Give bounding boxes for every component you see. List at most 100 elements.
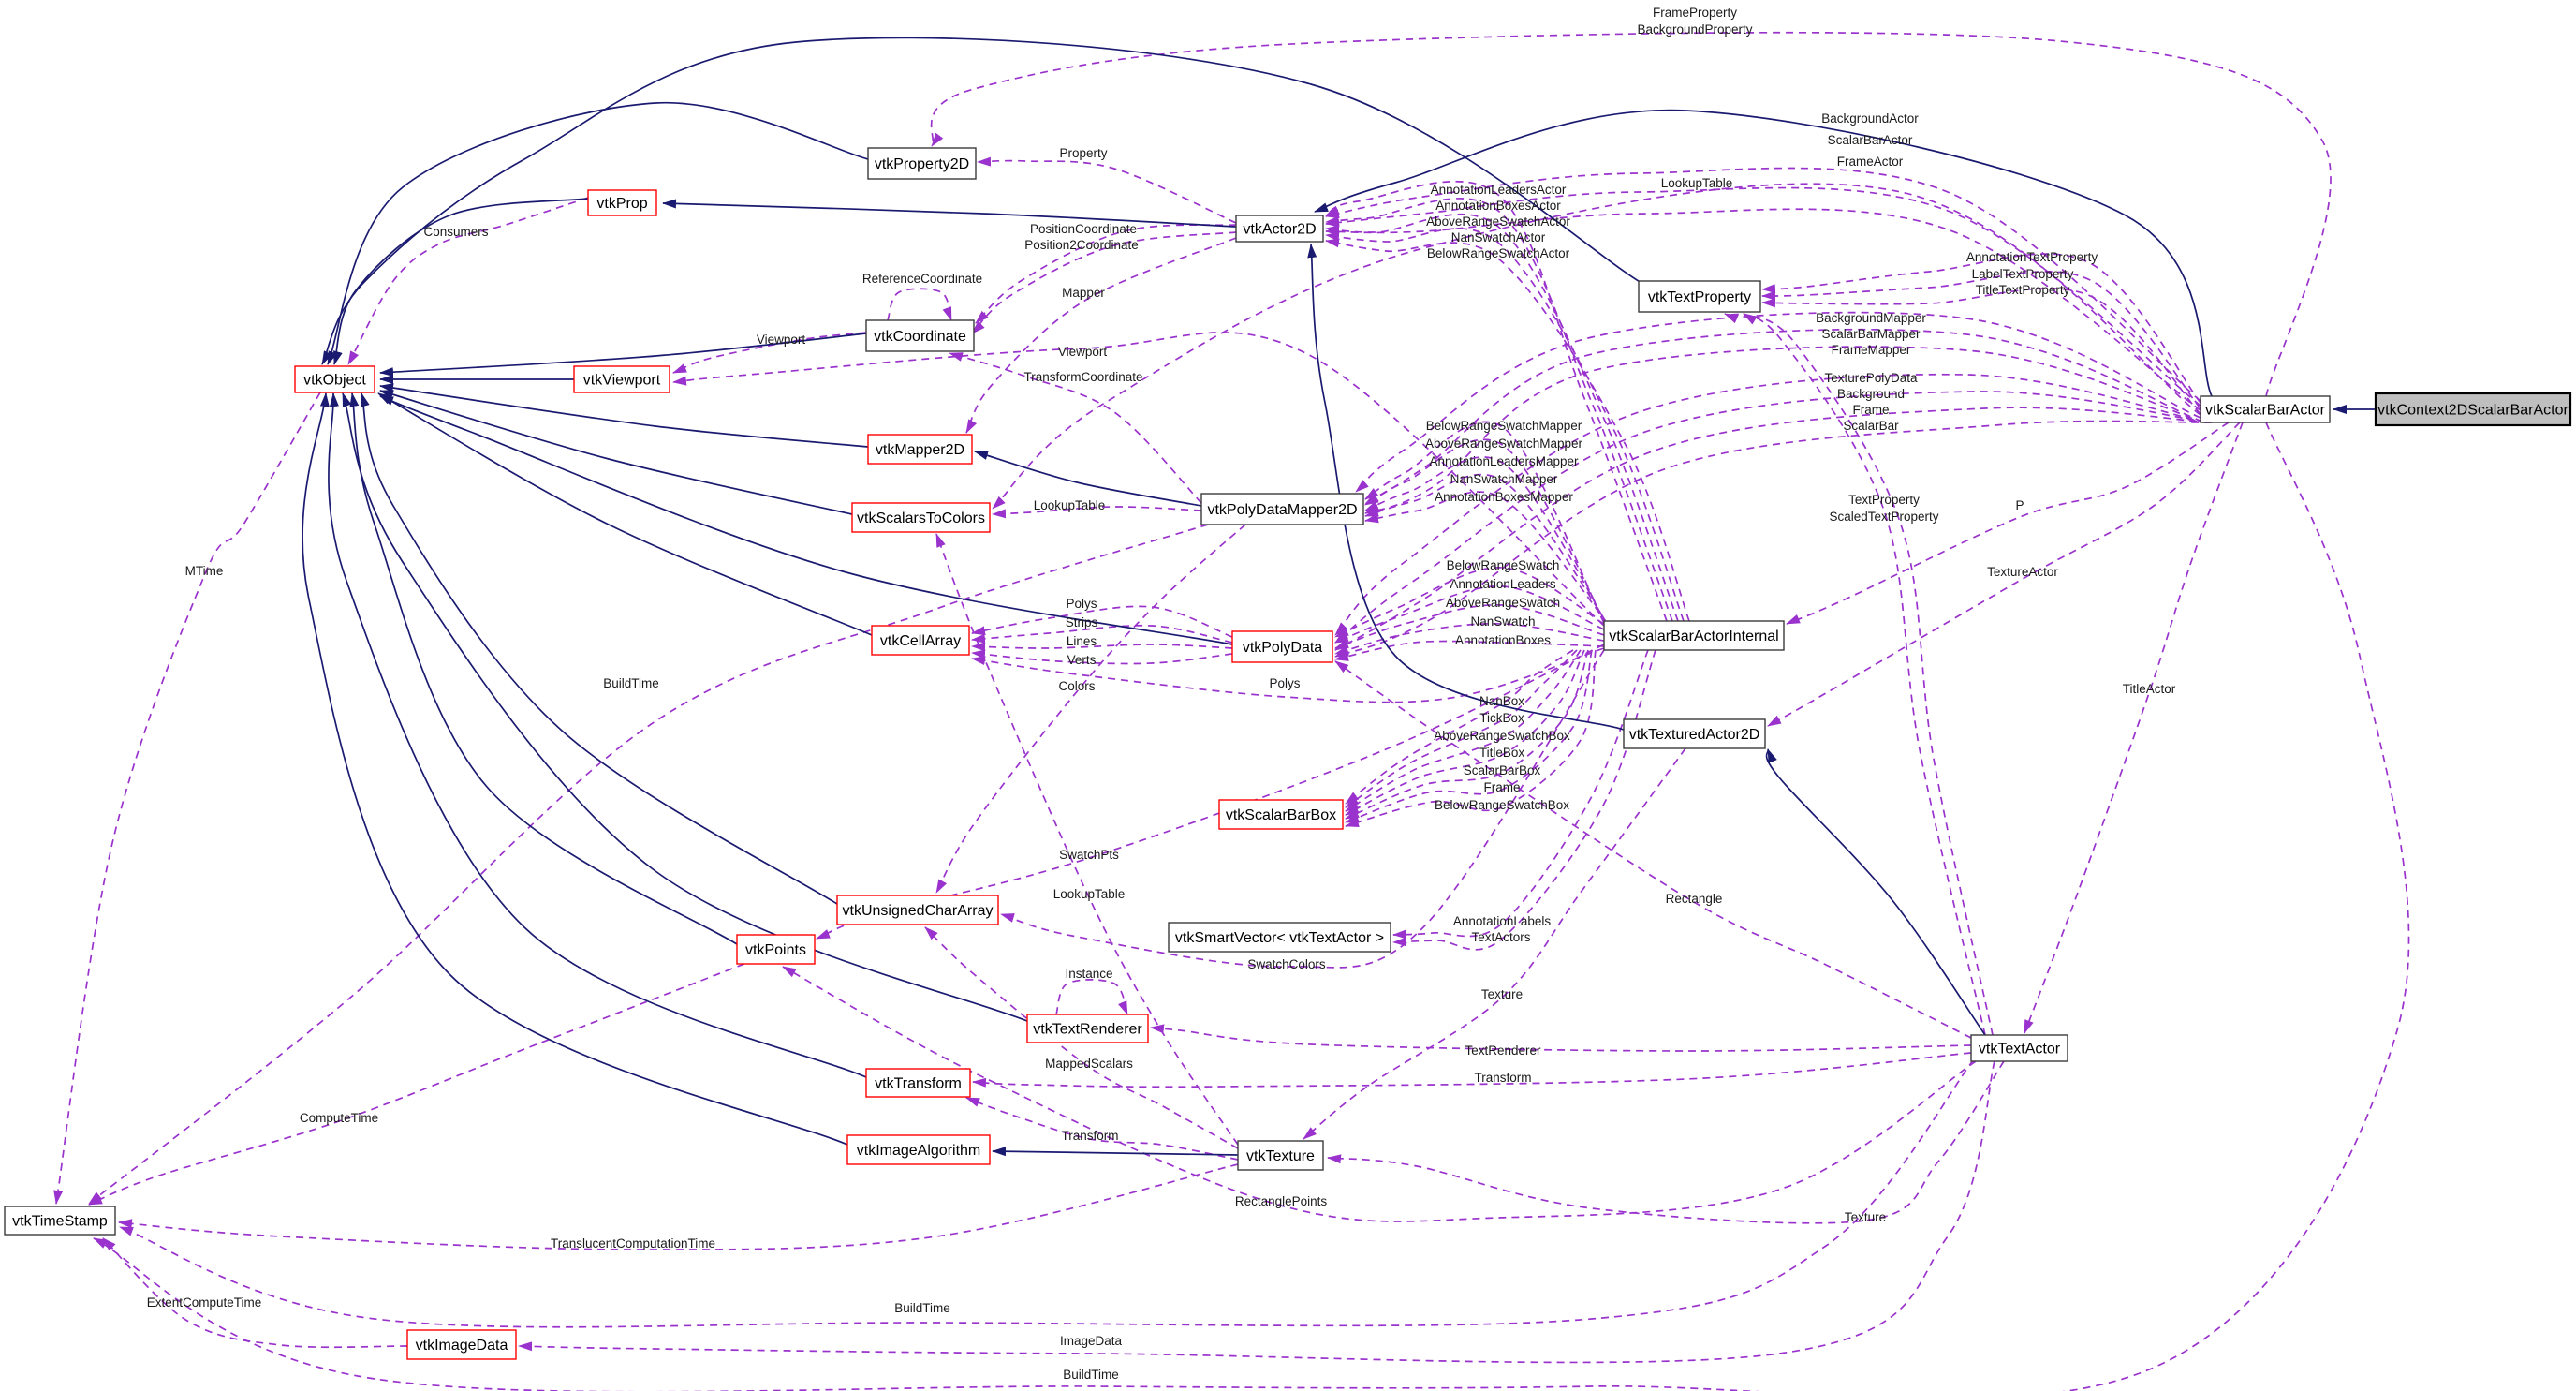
edge-label: ComputeTime: [300, 1111, 378, 1125]
usage-edge: [1345, 649, 1593, 823]
edge-label: TextRenderer: [1465, 1043, 1541, 1058]
node-vtkcellarray[interactable]: vtkCellArray: [871, 625, 970, 656]
usage-edge: [1364, 456, 1611, 629]
node-label: vtkImageData: [416, 1338, 508, 1354]
node-box[interactable]: [573, 365, 670, 393]
node-vtktexture[interactable]: vtkTexture: [1237, 1140, 1324, 1171]
edge-label: Transform: [1061, 1129, 1118, 1143]
edge-label: TitleActor: [2123, 682, 2176, 696]
edge-label: Texture: [1481, 987, 1523, 1001]
edge-label: AboveRangeSwatchMapper: [1425, 437, 1583, 451]
usage-edge: [1364, 438, 1608, 627]
node-label: vtkActor2D: [1243, 222, 1316, 238]
node-vtkcoordinate[interactable]: vtkCoordinate: [865, 319, 975, 352]
node-box[interactable]: [736, 934, 816, 965]
node-box[interactable]: [867, 434, 973, 465]
node-box[interactable]: [1231, 630, 1333, 663]
inheritance-edge: [1765, 748, 1986, 1036]
node-box[interactable]: [2200, 395, 2331, 423]
node-box[interactable]: [2374, 392, 2572, 427]
node-vtkproperty2d[interactable]: vtkProperty2D: [867, 147, 977, 180]
inheritance-edge: [321, 37, 1642, 365]
node-box[interactable]: [294, 365, 375, 393]
edge-label: BelowRangeSwatchMapper: [1426, 419, 1582, 433]
node-vtkprop[interactable]: vtkProp: [587, 189, 657, 216]
usage-edge: [93, 422, 2410, 1391]
usage-edge: [672, 332, 867, 374]
node-vtkactor2d[interactable]: vtkActor2D: [1235, 215, 1324, 243]
node-vtkunsignedchararray[interactable]: vtkUnsignedCharArray: [836, 895, 999, 925]
node-vtktransform[interactable]: vtkTransform: [865, 1068, 971, 1098]
edge-label: Background: [1837, 387, 1905, 401]
node-vtkimagealgorithm[interactable]: vtkImageAlgorithm: [846, 1134, 991, 1165]
usage-edge: [1055, 979, 1128, 1015]
usage-edge: [347, 197, 589, 365]
node-box[interactable]: [4, 1206, 116, 1236]
edge-label: AnnotationBoxesMapper: [1435, 490, 1573, 504]
node-vtktextactor[interactable]: vtkTextActor: [1970, 1034, 2068, 1062]
node-box[interactable]: [851, 502, 991, 533]
node-label: vtkMapper2D: [876, 442, 964, 458]
node-box[interactable]: [1638, 280, 1761, 313]
edge-label: NanSwatchActor: [1451, 230, 1546, 244]
usage-edge: [992, 183, 2201, 510]
node-vtktimestamp[interactable]: vtkTimeStamp: [4, 1206, 116, 1236]
node-vtkobject[interactable]: vtkObject: [294, 365, 375, 393]
node-vtkmapper2d[interactable]: vtkMapper2D: [867, 434, 973, 465]
usage-edge: [102, 1237, 408, 1349]
node-vtkpoints[interactable]: vtkPoints: [736, 934, 816, 965]
node-vtktextproperty[interactable]: vtkTextProperty: [1638, 280, 1761, 313]
node-vtktextrenderer[interactable]: vtkTextRenderer: [1026, 1014, 1149, 1043]
usage-edge: [88, 524, 1209, 1205]
node-vtkviewport[interactable]: vtkViewport: [573, 365, 670, 393]
edge-label: Frame: [1852, 403, 1889, 417]
node-vtkpolydata[interactable]: vtkPolyData: [1231, 630, 1333, 663]
usage-edge: [118, 1163, 1239, 1250]
node-box[interactable]: [871, 625, 970, 656]
node-box[interactable]: [1168, 922, 1391, 953]
node-vtkpolydatamapper2d[interactable]: vtkPolyDataMapper2D: [1200, 493, 1364, 525]
node-vtkimagedata[interactable]: vtkImageData: [406, 1329, 517, 1360]
node-box[interactable]: [865, 319, 975, 352]
inheritance-edge: [361, 392, 838, 905]
node-box[interactable]: [1603, 620, 1785, 651]
node-box[interactable]: [1623, 718, 1766, 749]
node-box[interactable]: [1970, 1034, 2068, 1062]
node-box[interactable]: [865, 1068, 971, 1098]
node-vtkscalarstocolors[interactable]: vtkScalarsToColors: [851, 502, 991, 533]
node-vtksmartvector-vtktextactor[interactable]: vtkSmartVector< vtkTextActor >: [1168, 922, 1391, 953]
node-box[interactable]: [587, 189, 657, 216]
inheritance-edge: [302, 392, 848, 1146]
node-box[interactable]: [406, 1329, 517, 1360]
edge-label: TextureActor: [1987, 565, 2058, 579]
edge-label: FrameMapper: [1832, 343, 1911, 357]
node-vtktexturedactor2d[interactable]: vtkTexturedActor2D: [1623, 718, 1766, 749]
usage-edge: [949, 352, 1202, 504]
node-box[interactable]: [1237, 1140, 1324, 1171]
usage-edge: [971, 624, 1233, 644]
node-vtkscalarbaractor[interactable]: vtkScalarBarActor: [2200, 395, 2331, 423]
usage-edge: [935, 524, 1246, 894]
edge-label: TranslucentComputationTime: [551, 1236, 715, 1250]
edge-label: ScalarBar: [1843, 419, 1899, 433]
node-box[interactable]: [1235, 215, 1324, 243]
usage-edge: [972, 1052, 1972, 1088]
edge-label: LookupTable: [1034, 498, 1106, 512]
node-box[interactable]: [1218, 799, 1344, 830]
node-box[interactable]: [846, 1134, 991, 1165]
node-label: vtkScalarBarActorInternal: [1609, 629, 1778, 644]
edge-label: ImageData: [1060, 1334, 1123, 1348]
node-vtkscalarbarbox[interactable]: vtkScalarBarBox: [1218, 799, 1344, 830]
usage-edge: [1743, 313, 1994, 1036]
node-box[interactable]: [867, 147, 977, 180]
edge-label: AboveRangeSwatchBox: [1434, 729, 1570, 743]
node-label: vtkTextActor: [1979, 1042, 2061, 1058]
usage-edge: [1761, 288, 2201, 415]
usage-edge: [1334, 603, 1605, 649]
node-vtkcontext2dscalarbaractor[interactable]: vtkContext2DScalarBarActor: [2374, 392, 2572, 427]
node-box[interactable]: [1026, 1014, 1149, 1043]
node-box[interactable]: [1200, 493, 1364, 525]
edge-label: TitleTextProperty: [1976, 283, 2070, 297]
node-vtkscalarbaractorinternal[interactable]: vtkScalarBarActorInternal: [1603, 620, 1785, 651]
node-box[interactable]: [836, 895, 999, 925]
